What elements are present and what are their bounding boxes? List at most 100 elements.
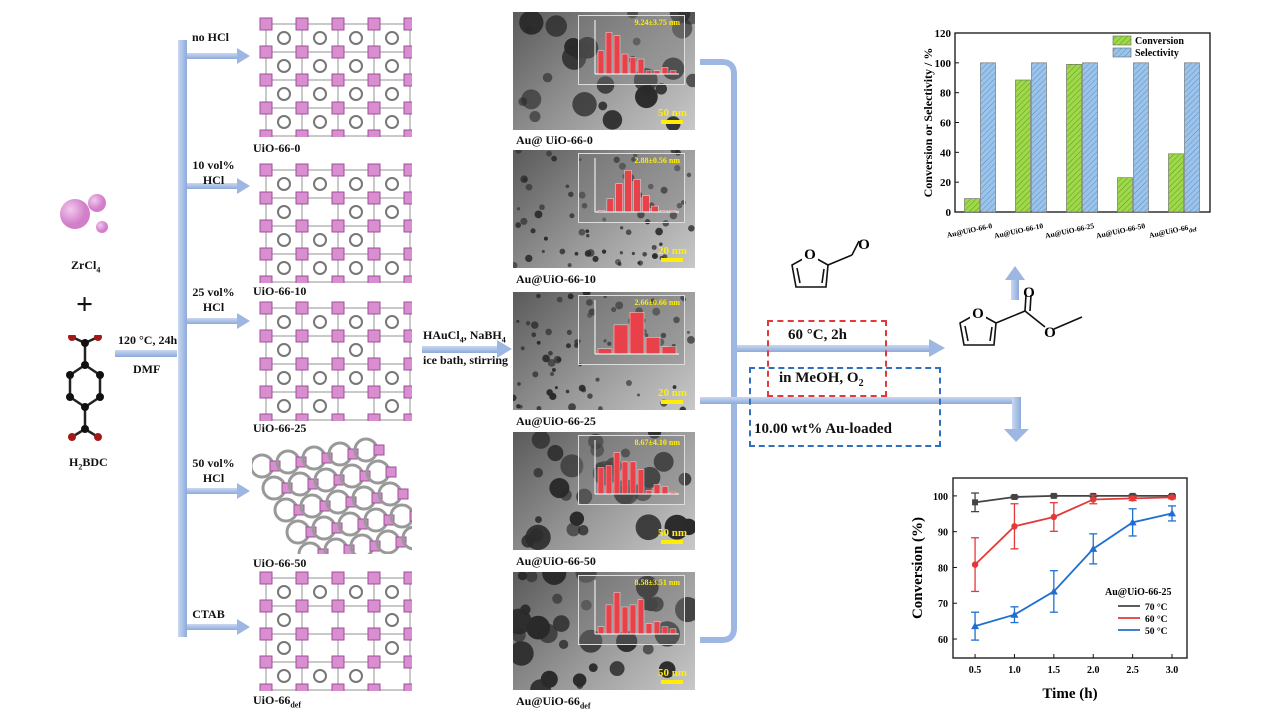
zr-cluster: [345, 496, 357, 508]
au-nanoparticle: [637, 260, 643, 266]
au-nanoparticle: [536, 405, 542, 410]
au-nanoparticle: [575, 572, 597, 583]
legend-label: Selectivity: [1135, 48, 1179, 59]
zr-cluster: [331, 163, 345, 177]
au-nanoparticle: [588, 308, 596, 316]
au-nanoparticle: [615, 301, 624, 310]
methyl-furoate-structure-icon: O O O: [959, 285, 1083, 346]
au-nanoparticle: [519, 12, 544, 35]
au-nanoparticle: [616, 630, 638, 653]
au-nanoparticle: [545, 15, 567, 37]
zr-cluster: [331, 627, 345, 641]
pore-ring: [277, 87, 291, 101]
pore-ring: [313, 233, 327, 247]
au-nanoparticle: [642, 251, 647, 257]
zr-cluster: [331, 301, 345, 315]
zr-cluster: [373, 444, 385, 456]
zr-cluster: [259, 73, 273, 87]
histogram-bar: [651, 205, 659, 213]
zr-cluster: [295, 101, 309, 115]
pore-ring: [277, 115, 291, 129]
defect-void: [381, 343, 403, 357]
au-nanoparticle: [635, 85, 658, 109]
branch-arrows: [187, 48, 250, 635]
x-axis-title: Time (h): [1042, 686, 1097, 702]
defect-void: [309, 343, 331, 357]
histogram-bar: [661, 486, 669, 495]
au-nanoparticle: [687, 336, 695, 344]
zr-cluster: [367, 163, 381, 177]
pore-ring: [385, 585, 399, 599]
au-nanoparticle: [621, 448, 631, 458]
zr-cluster: [331, 655, 345, 669]
zr-cluster: [403, 163, 412, 177]
zr-cluster: [367, 191, 381, 205]
au-nanoparticle: [644, 333, 649, 338]
zr-cluster: [259, 655, 273, 669]
size-histogram: [594, 300, 679, 355]
zr-cluster: [403, 683, 412, 691]
zr-cluster: [367, 219, 381, 233]
branch-condition-4: CTAB: [192, 607, 225, 621]
au-nanoparticle: [515, 150, 522, 154]
au-nanoparticle: [549, 392, 557, 401]
y-tick-label: 90: [938, 528, 948, 539]
au-nanoparticle: [571, 46, 585, 60]
zr-cluster: [295, 413, 309, 421]
au-nanoparticle: [517, 572, 528, 581]
au-nanoparticle: [632, 37, 641, 46]
histogram-bar: [597, 626, 605, 635]
data-point: [1089, 544, 1098, 552]
zr-cluster: [259, 301, 273, 315]
zr-cluster: [259, 45, 273, 59]
zr-cluster: [295, 385, 309, 399]
au-nanoparticle: [572, 673, 587, 687]
data-point: [1011, 493, 1018, 500]
scale-bar: 20 nm: [658, 387, 687, 404]
zr-cluster: [331, 247, 345, 261]
au-nanoparticle: [568, 191, 574, 198]
scale-bar-line: [661, 258, 684, 262]
zr-cluster: [331, 45, 345, 59]
legend-title: Au@UiO-66-25: [1105, 587, 1172, 598]
pore-ring: [313, 585, 327, 599]
branch-trunk: [178, 40, 187, 637]
size-distribution-inset: 8.67±4.10 nm: [578, 435, 685, 505]
au-nanoparticle: [574, 251, 579, 256]
pore-ring: [385, 59, 399, 73]
au-nanoparticle: [576, 488, 593, 505]
zr-cluster: [295, 357, 309, 371]
au-nanoparticle: [679, 406, 687, 410]
au-nanoparticle: [545, 328, 552, 336]
au-nanoparticle: [650, 298, 656, 304]
pore-ring: [349, 115, 363, 129]
pore-ring: [313, 31, 327, 45]
scale-bar: 20 nm: [658, 245, 687, 262]
reaction-solvent: in MeOH, O2: [779, 370, 864, 389]
histogram-bar: [613, 592, 621, 635]
zr-cluster: [371, 492, 383, 504]
zr-cluster: [295, 627, 309, 641]
pore-ring: [277, 315, 291, 329]
zr-cluster: [403, 129, 412, 137]
pore-ring: [349, 87, 363, 101]
zr-cluster: [331, 17, 345, 31]
zr-cluster: [295, 329, 309, 343]
pore-ring: [313, 115, 327, 129]
histogram-bar: [645, 623, 653, 635]
zr-cluster: [403, 219, 412, 233]
synthesis-arrow: [115, 350, 177, 357]
to-kinetics-arrow: [700, 397, 1029, 442]
pore-ring: [349, 31, 363, 45]
y-axis-title: Conversion (%): [910, 517, 926, 619]
zr-cluster: [331, 385, 345, 399]
au-nanoparticle: [652, 307, 661, 316]
histogram-bar: [637, 599, 645, 635]
pore-ring: [385, 315, 399, 329]
pore-ring: [349, 177, 363, 191]
scale-bar-label: 20 nm: [657, 245, 687, 257]
au-nanoparticle: [520, 175, 528, 183]
